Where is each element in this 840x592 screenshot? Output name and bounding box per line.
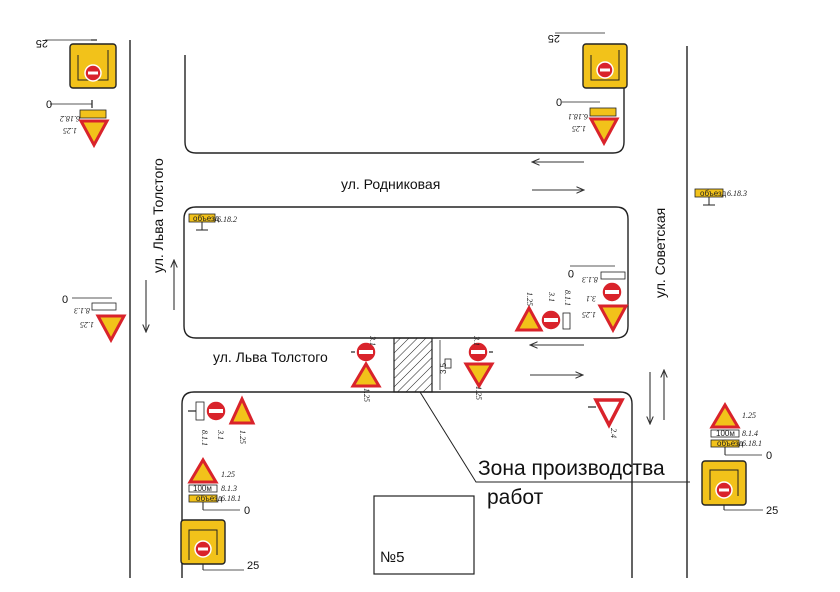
- building-label: №5: [380, 549, 404, 566]
- distance-label: 0: [568, 267, 574, 279]
- work-zone-width: 3.5: [439, 362, 448, 374]
- barrier-marker: [444, 358, 452, 369]
- sign-code: 1.25: [582, 310, 596, 319]
- work-zone-label-line2: работ: [487, 486, 544, 509]
- road-works-icon: [588, 117, 620, 147]
- road-works-icon: [597, 304, 629, 334]
- sign-code: 1.25: [474, 386, 483, 400]
- street-label-lva-tolstogo-vertical: ул. Льва Толстого: [150, 158, 166, 273]
- sign-code: 8.1.3: [221, 484, 237, 493]
- block-outline: [183, 206, 629, 339]
- yield-sign: 2.4: [588, 398, 625, 438]
- sign-code: 6.18.1: [742, 439, 762, 448]
- detour-plate: [589, 107, 617, 117]
- traffic-arrows: [146, 162, 664, 424]
- yield-icon: [593, 398, 625, 429]
- sign-code: 2.4: [609, 428, 618, 438]
- distance-label: 25: [247, 560, 259, 572]
- road-edge: [184, 55, 625, 154]
- sign-code: 3.1: [368, 335, 377, 346]
- detour-plate-text: объезд: [193, 214, 220, 223]
- sign-code: 3.1: [216, 429, 225, 440]
- road-works-icon: [709, 402, 741, 429]
- sign-code: 1.25: [80, 320, 94, 329]
- distance-plate: [710, 429, 740, 438]
- leader-line: [419, 391, 690, 483]
- distance-plate: [188, 484, 218, 493]
- work-zone-area: [393, 337, 433, 393]
- street-label-rodnikovaya: ул. Родниковая: [341, 176, 440, 192]
- sign-code: 1.25: [742, 411, 756, 420]
- sign-code: 8.1.4: [742, 429, 758, 438]
- sign-group-bottom-left-block: 8.1.1 3.1 1.25: [188, 395, 256, 446]
- building-outline: [373, 495, 475, 575]
- distance-label: 0: [766, 450, 772, 462]
- distance-label: 0: [556, 97, 562, 109]
- road-works-icon: [350, 361, 382, 388]
- road-works-icon: [95, 314, 127, 344]
- sign-code: 3.1: [547, 291, 556, 302]
- distance-plate-text: 100м: [716, 429, 735, 438]
- distance-label: 25: [36, 37, 48, 49]
- sign-code: 8.1.3: [582, 275, 598, 284]
- sign-code: 6.18.1: [221, 494, 241, 503]
- distance-plate: [91, 302, 117, 311]
- road-works-icon: [187, 457, 219, 484]
- sign-code: 3.1: [472, 335, 481, 346]
- distance-plate-text: 100м: [193, 484, 212, 493]
- sign-group-top-right: 25 0 6.18.1 1.25: [548, 32, 628, 147]
- detour-sign-6-18-2: объезд 6.18.2: [188, 213, 237, 231]
- sign-code: 6.18.1: [568, 112, 588, 121]
- road-works-icon: [228, 395, 256, 425]
- sign-code: 8.1.1: [200, 430, 209, 446]
- road-works-icon: [78, 119, 110, 149]
- sign-group-bottom-right: 1.25 100м 8.1.4 объезд 6.18.1 0 25: [701, 402, 778, 517]
- sign-code: 1.25: [572, 124, 586, 133]
- distance-label: 25: [548, 32, 560, 44]
- detour-plate-text: объезд: [700, 189, 727, 198]
- sign-group-work-zone-left: 3.1 1.25: [350, 335, 382, 402]
- sign-group-bottom-left: 1.25 100м 8.1.3 объезд 6.18.1 0 25: [180, 457, 259, 572]
- detour-plate: [79, 109, 107, 119]
- sign-code: 1.25: [63, 126, 77, 135]
- detour-plate-text: объезд: [196, 494, 223, 503]
- sign-code: 6.18.2: [60, 114, 80, 123]
- distance-label: 0: [46, 99, 52, 111]
- sign-code: 1.25: [238, 430, 247, 444]
- detour-sign-6-18-3: объезд 6.18.3: [694, 188, 747, 206]
- sign-group-work-zone-right: 3.1 1.25: [463, 335, 495, 400]
- sign-code: 8.1.3: [74, 306, 90, 315]
- sign-group-right-block: 0 8.1.3 3.1 1.25 1.25 3.1 8.1.1: [514, 265, 629, 334]
- street-label-lva-tolstogo: ул. Льва Толстого: [213, 349, 328, 365]
- sign-group-top-left: 25 0 6.18.2 1.25: [36, 37, 117, 149]
- sign-code: 8.1.1: [563, 290, 572, 306]
- road-works-icon: [514, 304, 544, 332]
- distance-plate: [600, 271, 626, 280]
- work-zone: 3.5 Зона производства работ: [393, 337, 690, 509]
- sign-code: 1.25: [362, 388, 371, 402]
- sign-code: 6.18.3: [727, 189, 747, 198]
- detour-plate-text: объезд: [717, 439, 744, 448]
- distance-plate: [195, 401, 205, 421]
- sign-code: 1.25: [525, 292, 534, 306]
- sign-group-left-middle: 0 8.1.3 1.25: [62, 294, 127, 344]
- road-works-icon: [463, 362, 495, 389]
- sign-code: 6.18.2: [217, 215, 237, 224]
- distance-label: 25: [766, 505, 778, 517]
- distance-label: 0: [244, 505, 250, 517]
- distance-plate: [562, 312, 571, 330]
- distance-label: 0: [62, 294, 68, 306]
- sign-code: 3.1: [586, 294, 597, 303]
- sign-code: 1.25: [221, 470, 235, 479]
- work-zone-label-line1: Зона производства: [478, 457, 665, 480]
- street-label-sovetskaya: ул. Советская: [652, 208, 668, 298]
